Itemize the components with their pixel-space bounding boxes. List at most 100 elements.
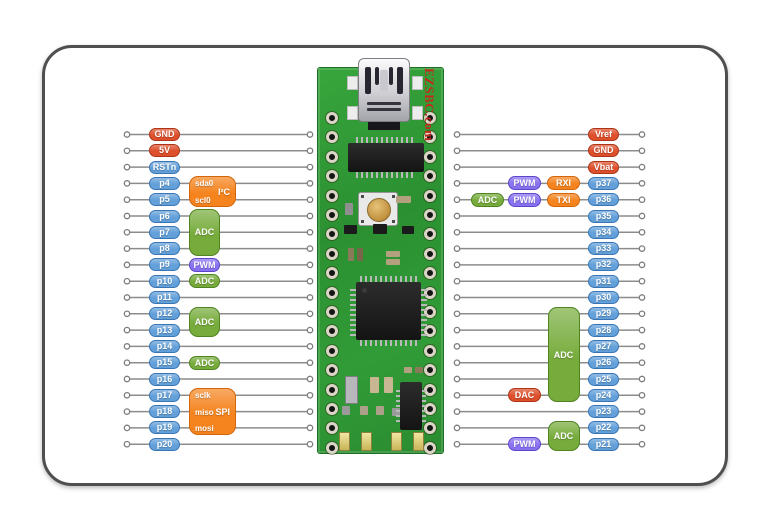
wire-terminal xyxy=(638,294,646,301)
func-pwm-right-3: PWM xyxy=(508,192,541,207)
func-label: PWM xyxy=(513,439,536,450)
wire-terminal xyxy=(306,212,314,220)
func-pwm-left-2: PWM xyxy=(189,257,220,272)
pin-p27-right: p27 xyxy=(588,339,619,353)
wire-terminal xyxy=(306,326,314,334)
wire-terminal xyxy=(306,261,314,269)
wire-terminal xyxy=(123,131,131,138)
pin-p34-right: p34 xyxy=(588,225,619,239)
wire-terminal xyxy=(638,196,646,204)
wire-terminal xyxy=(123,375,131,383)
wire-terminal xyxy=(306,277,314,285)
brand-text: EZSBC.com xyxy=(422,68,437,142)
led-capacitor xyxy=(413,432,424,451)
wire-terminal xyxy=(453,147,461,155)
usb-slot-icon xyxy=(397,67,403,94)
wire-terminal xyxy=(453,261,461,269)
pin-p17-left: p17 xyxy=(149,388,180,402)
pin-p36-right: p36 xyxy=(588,193,619,207)
wire-terminal xyxy=(638,343,646,350)
pin-rstn-left: RSTn xyxy=(149,160,180,174)
pin-p37-right: p37 xyxy=(588,176,619,190)
func-adc-left-1: ADC xyxy=(189,209,220,256)
through-hole xyxy=(325,267,338,280)
usb-pin-row xyxy=(368,122,400,130)
func-label: ADC xyxy=(553,431,574,442)
pin-p35-right: p35 xyxy=(588,209,619,223)
wire-terminal xyxy=(306,310,314,318)
wire-terminal xyxy=(123,212,131,220)
through-hole xyxy=(423,170,436,183)
pin-p32-right: p32 xyxy=(588,258,619,272)
func-label: PWM xyxy=(513,178,536,189)
resistor xyxy=(386,251,400,257)
wire-terminal xyxy=(123,294,131,301)
pin-p25-right: p25 xyxy=(588,372,619,386)
wire-terminal xyxy=(453,131,461,138)
func-adc-right-2: ADC xyxy=(471,192,504,207)
pin-5v-left: 5V xyxy=(149,144,180,158)
func-adc-left-5: ADC xyxy=(189,355,220,370)
pin-p19-left: p19 xyxy=(149,421,180,435)
wire-terminal xyxy=(306,375,314,383)
func-label: ADC xyxy=(477,194,498,205)
wire-terminal xyxy=(123,163,131,171)
wire-terminal xyxy=(453,440,461,448)
wire-terminal xyxy=(638,310,646,318)
func-label: ADC xyxy=(194,316,215,327)
pin-p24-right: p24 xyxy=(588,388,619,402)
pin-p31-right: p31 xyxy=(588,274,619,288)
usb-solder-pad xyxy=(347,106,358,120)
through-hole xyxy=(423,209,436,221)
wire-terminal xyxy=(453,196,461,204)
func-label: I²C xyxy=(218,186,230,197)
pin-p7-left: p7 xyxy=(149,225,180,239)
pin-vbat-right: Vbat xyxy=(588,160,619,174)
wire-terminal xyxy=(638,277,646,285)
through-hole xyxy=(325,170,338,183)
wire-terminal xyxy=(306,440,314,448)
wire-terminal xyxy=(453,180,461,187)
through-hole xyxy=(325,364,338,377)
wire-terminal xyxy=(453,408,461,415)
wire-terminal xyxy=(453,310,461,318)
through-hole xyxy=(423,112,436,124)
pin-p29-right: p29 xyxy=(588,307,619,321)
func-dac-right-6: DAC xyxy=(508,388,541,403)
reset-button-cap xyxy=(367,198,391,222)
wire-terminal xyxy=(638,147,646,155)
func-adc-right-7: ADC xyxy=(547,420,580,452)
wire-terminal xyxy=(453,294,461,301)
through-hole xyxy=(423,189,436,202)
button-pad xyxy=(392,195,395,198)
through-hole xyxy=(423,150,436,163)
wire-terminal xyxy=(306,180,314,187)
wire-terminal xyxy=(638,228,646,236)
pcb-board: EZSBC.com xyxy=(318,58,443,454)
pin-p18-left: p18 xyxy=(149,405,180,419)
through-hole xyxy=(423,247,436,260)
func-adc-left-3: ADC xyxy=(189,274,220,289)
usb-solder-pad xyxy=(412,106,423,120)
wire-terminal xyxy=(453,343,461,350)
pin-p20-left: p20 xyxy=(149,437,180,451)
through-hole xyxy=(325,150,338,163)
pin-vref-right: Vref xyxy=(588,128,619,141)
wire-terminal xyxy=(306,294,314,301)
resistor xyxy=(360,406,368,415)
usb-solder-pad xyxy=(347,76,358,90)
resistor xyxy=(345,203,353,215)
wire-terminal xyxy=(123,440,131,448)
through-hole xyxy=(325,441,338,454)
func-label: ADC xyxy=(553,349,574,360)
wire-terminal xyxy=(453,163,461,171)
pin-p21-right: p21 xyxy=(588,437,619,451)
through-hole xyxy=(423,344,436,357)
chip-pins xyxy=(356,137,416,143)
chip-pins xyxy=(350,286,356,336)
pin1-dimple xyxy=(362,288,367,293)
wire-terminal xyxy=(453,277,461,285)
usb-solder-pad xyxy=(412,76,423,90)
